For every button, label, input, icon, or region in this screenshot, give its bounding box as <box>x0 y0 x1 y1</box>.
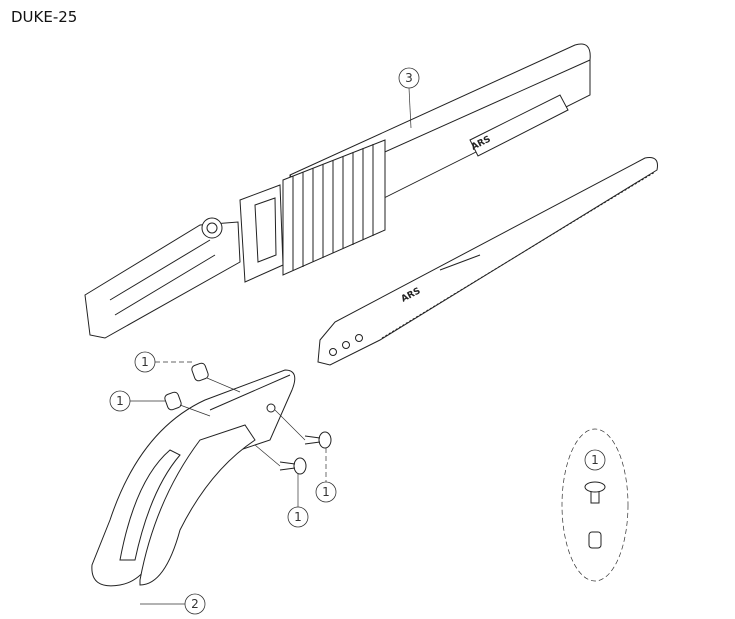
callout-1-upper: 1 <box>134 351 192 373</box>
svg-text:1: 1 <box>116 394 124 408</box>
callout-1-bottom: 1 <box>287 474 309 528</box>
svg-text:1: 1 <box>591 453 599 467</box>
sheath <box>84 43 591 339</box>
callout-1-lower: 1 <box>109 390 165 412</box>
svg-text:1: 1 <box>322 485 330 499</box>
fastener-detail <box>561 428 629 582</box>
callout-1-detail: 1 <box>584 449 606 471</box>
svg-text:2: 2 <box>191 597 199 611</box>
svg-text:1: 1 <box>141 355 149 369</box>
handle <box>91 369 296 587</box>
drawing-title: DUKE-25 <box>11 8 78 26</box>
sheath-ribs <box>282 139 386 276</box>
fasteners <box>164 362 332 475</box>
saw-blade <box>317 157 658 366</box>
svg-text:1: 1 <box>294 510 302 524</box>
callout-1-right: 1 <box>315 448 337 503</box>
callout-2: 2 <box>140 593 206 615</box>
callout-3: 3 <box>398 67 420 129</box>
svg-text:3: 3 <box>405 71 413 85</box>
